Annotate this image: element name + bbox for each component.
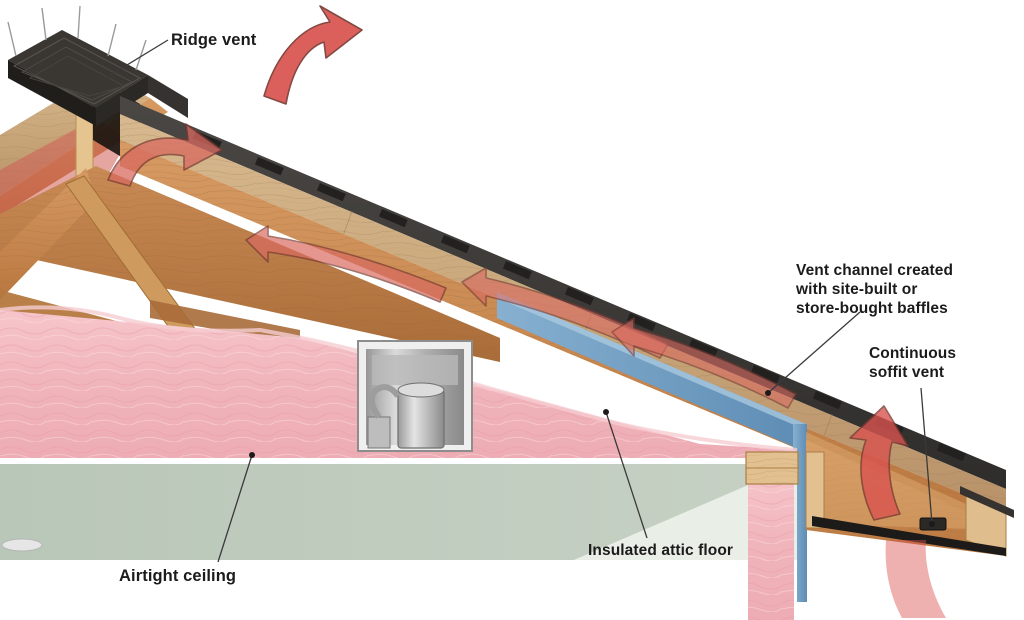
arrow-upper-slope: [245, 225, 447, 303]
junction-box: [367, 416, 391, 449]
leader-lines: [103, 39, 935, 563]
arrow-soffit-intake: [849, 405, 909, 521]
ridge-vent-cap: [8, 30, 188, 126]
label-airtight-ceiling: Airtight ceiling: [119, 567, 237, 585]
leader-ceiling: [217, 454, 253, 563]
arrow-outside-air: [885, 540, 946, 618]
airtight-ceiling: [0, 458, 797, 620]
arrow-ridge-exhaust: [263, 5, 363, 105]
drip-edge: [960, 486, 1014, 518]
label-ridge-vent: Ridge vent: [171, 31, 257, 49]
leader-floor: [605, 411, 648, 539]
exterior-wall: [745, 451, 799, 620]
attic-framing: [0, 166, 500, 362]
soffit-vent-slot: [812, 516, 1006, 556]
soffit-overhang: [805, 432, 1014, 557]
leader-ridge: [103, 39, 169, 80]
ceiling-surface: [0, 464, 797, 560]
leader-floor-dot: [603, 409, 609, 415]
leader-soffit-dot: [929, 521, 935, 527]
leader-soffit: [920, 387, 933, 525]
label-continuous-soffit-vent: Continuous soffit vent: [869, 345, 957, 381]
arrow-baffle-channel: [611, 317, 797, 409]
label-vent-channel: Vent channel created with site-built or …: [796, 262, 954, 317]
ridge-fasteners: [7, 5, 147, 71]
ceiling-light-trim: [1, 538, 43, 552]
airflow-arrows: [107, 5, 946, 618]
leader-ceiling-dot: [249, 452, 255, 458]
flexible-conduit: [368, 384, 401, 419]
can-light-body: [397, 389, 445, 449]
label-insulated-attic-floor: Insulated attic floor: [588, 542, 734, 559]
leader-baffle: [767, 311, 861, 394]
leader-baffle-dot: [765, 390, 771, 396]
arrow-into-ridge: [107, 123, 223, 187]
soffit-blocking: [805, 451, 825, 529]
